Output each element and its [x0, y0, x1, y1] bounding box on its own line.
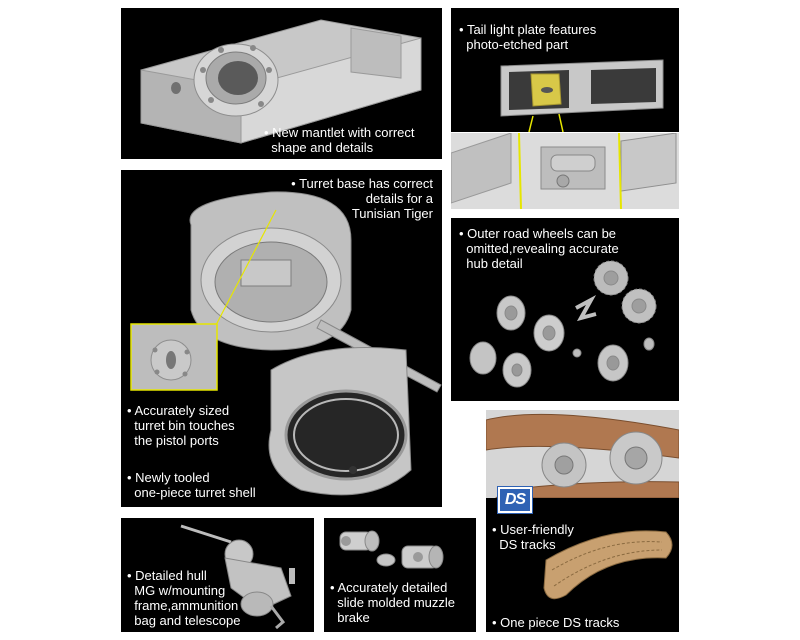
turret-bin-caption: • Accurately sized turret bin touches th…	[127, 403, 235, 448]
caption-line: • Turret base has correct	[291, 176, 433, 191]
caption-line: photo-etched part	[466, 37, 569, 52]
user-friendly-caption: • User-friendly DS tracks	[492, 522, 574, 552]
road-wheels-illustration	[469, 260, 657, 388]
tail-light-plate-illustration	[500, 59, 664, 132]
caption-line: details for a	[365, 191, 433, 206]
caption-line: • Detailed hull	[127, 568, 207, 583]
tail-light-hull-illustration	[451, 133, 679, 209]
caption-line: Tunisian Tiger	[351, 206, 433, 221]
caption-line: the pistol ports	[134, 433, 219, 448]
turret-illustration	[130, 191, 442, 496]
caption-line: • User-friendly	[492, 522, 574, 537]
caption-line: • Newly tooled	[127, 470, 210, 485]
caption-line: • Outer road wheels can be	[459, 226, 617, 241]
hull-mg-caption: • Detailed hull MG w/mounting frame,ammu…	[127, 568, 241, 628]
one-piece-caption: • One piece DS tracks	[492, 615, 619, 630]
mantlet-caption: • New mantlet with correct shape and det…	[264, 125, 415, 155]
mantlet-panel: • New mantlet with correct shape and det…	[121, 8, 442, 159]
hull-mg-panel: • Detailed hull MG w/mounting frame,ammu…	[121, 518, 314, 632]
caption-line: • One piece DS tracks	[492, 615, 620, 630]
caption-line: DS tracks	[499, 537, 556, 552]
hull-mg-illustration	[180, 524, 295, 630]
turret-shell-caption: • Newly tooled one-piece turret shell	[127, 470, 256, 500]
turret-panel: • Turret base has correct details for a …	[121, 170, 442, 507]
caption-line: • Tail light plate features	[459, 22, 597, 37]
tracks-panel: DS • User-friendly DS tracks • One piece…	[486, 410, 679, 632]
ds-tracks-logo: DS	[498, 487, 532, 513]
caption-line: frame,ammunition	[134, 598, 239, 613]
muzzle-brake-illustration	[339, 530, 444, 569]
caption-line: • Accurately sized	[127, 403, 230, 418]
mantlet-illustration	[140, 19, 422, 144]
caption-line: hub detail	[466, 256, 523, 271]
turret-base-caption: • Turret base has correct details for a …	[291, 176, 433, 221]
caption-line: shape and details	[271, 140, 374, 155]
caption-line: omitted,revealing accurate	[466, 241, 619, 256]
caption-line: turret bin touches	[134, 418, 235, 433]
tail-light-panel: • Tail light plate features photo-etched…	[451, 8, 679, 132]
muzzle-brake-caption: • Accurately detailed slide molded muzzl…	[330, 580, 455, 625]
road-wheels-panel: • Outer road wheels can be omitted,revea…	[451, 218, 679, 401]
caption-line: brake	[337, 610, 370, 625]
caption-line: bag and telescope	[134, 613, 241, 628]
caption-line: one-piece turret shell	[134, 485, 256, 500]
tail-light-hull-panel	[451, 133, 679, 209]
caption-line: MG w/mounting	[134, 583, 226, 598]
caption-line: • Accurately detailed	[330, 580, 448, 595]
one-piece-track-illustration	[543, 530, 673, 600]
caption-line: • New mantlet with correct	[264, 125, 415, 140]
caption-line: slide molded muzzle	[337, 595, 456, 610]
muzzle-brake-panel: • Accurately detailed slide molded muzzl…	[324, 518, 476, 632]
tail-light-caption: • Tail light plate features photo-etched…	[459, 22, 596, 52]
road-wheels-caption: • Outer road wheels can be omitted,revea…	[459, 226, 619, 271]
